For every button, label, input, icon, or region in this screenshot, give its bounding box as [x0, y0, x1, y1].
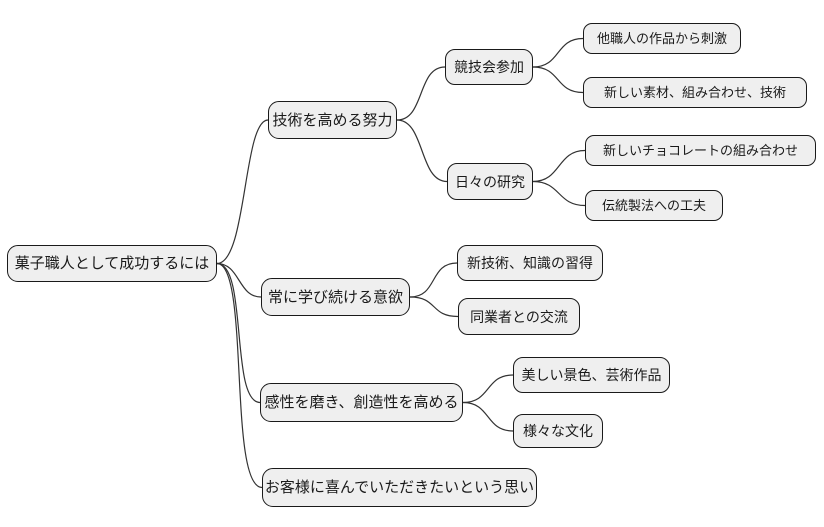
node-scenery-art: 美しい景色、芸術作品: [513, 357, 670, 393]
node-skill-improvement: 技術を高める努力: [268, 101, 397, 139]
edge-competition-to-inspiration: [532, 37, 584, 68]
node-traditional-methods: 伝統製法への工夫: [585, 190, 723, 221]
edge-sensibility-to-cultures: [462, 401, 514, 432]
edge-root-to-continuous-learning: [216, 262, 262, 298]
edge-learning-to-peer-exchange: [409, 296, 459, 318]
node-root-success-as-confectioner: 菓子職人として成功するには: [7, 245, 217, 282]
node-new-skills-knowledge: 新技術、知識の習得: [457, 245, 603, 281]
node-customer-delight: お客様に喜んでいただきたいという思い: [262, 468, 537, 507]
edge-skill-to-daily-research: [396, 119, 448, 183]
edge-learning-to-new-skills: [409, 262, 458, 298]
node-sensibility-creativity: 感性を磨き、創造性を高める: [260, 383, 463, 422]
node-chocolate-combinations: 新しいチョコレートの組み合わせ: [585, 135, 816, 166]
edge-root-to-customer-delight: [216, 262, 263, 489]
node-various-cultures: 様々な文化: [513, 414, 603, 448]
node-daily-research: 日々の研究: [447, 163, 533, 200]
edge-competition-to-new-materials: [532, 66, 584, 94]
edge-root-to-sensibility-creativity: [216, 262, 261, 404]
node-inspiration-from-others: 他職人の作品から刺激: [583, 23, 741, 54]
node-peer-exchange: 同業者との交流: [458, 298, 580, 335]
edge-root-to-skill-improvement: [216, 119, 269, 265]
node-competition-participation: 競技会参加: [445, 49, 533, 85]
edge-research-to-traditional-methods: [532, 180, 586, 207]
edge-sensibility-to-scenery-art: [462, 374, 514, 404]
edge-skill-to-competition: [396, 66, 446, 121]
edge-research-to-chocolate-combos: [532, 149, 586, 183]
node-continuous-learning: 常に学び続ける意欲: [261, 278, 410, 316]
node-new-materials-combinations: 新しい素材、組み合わせ、技術: [583, 77, 807, 108]
